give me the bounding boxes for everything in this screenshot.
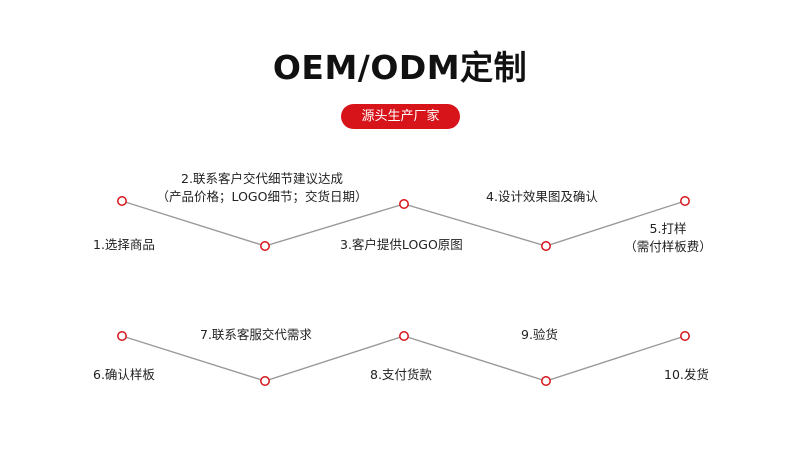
step-2-text: 2.联系客户交代细节建议达成 bbox=[181, 171, 343, 186]
step-4-node bbox=[541, 241, 551, 251]
page-title: OEM/ODM定制 bbox=[272, 48, 528, 87]
step-1-node bbox=[117, 196, 127, 206]
step-7-label: 7.联系客服交代需求 bbox=[200, 326, 312, 344]
step-8-text: 8.支付货款 bbox=[370, 367, 432, 382]
step-6-node bbox=[117, 331, 127, 341]
step-9-node bbox=[541, 376, 551, 386]
step-2-subtext: （产品价格；LOGO细节；交货日期） bbox=[156, 189, 368, 204]
step-9-text: 9.验货 bbox=[521, 327, 558, 342]
step-4-label: 4.设计效果图及确认 bbox=[486, 188, 598, 206]
step-2-label: 2.联系客户交代细节建议达成 （产品价格；LOGO细节；交货日期） bbox=[157, 170, 368, 206]
step-8-label: 8.支付货款 bbox=[370, 366, 432, 384]
step-10-node bbox=[680, 331, 690, 341]
step-5-label: 5.打样 （需付样板费） bbox=[624, 220, 712, 256]
step-3-label: 3.客户提供LOGO原图 bbox=[340, 236, 463, 254]
step-6-label: 6.确认样板 bbox=[93, 366, 155, 384]
step-10-text: 10.发货 bbox=[664, 367, 709, 382]
step-10-label: 10.发货 bbox=[664, 366, 709, 384]
step-5-node bbox=[680, 196, 690, 206]
step-5-subtext: （需付样板费） bbox=[624, 239, 712, 254]
step-5-text: 5.打样 bbox=[649, 221, 687, 236]
step-1-text: 1.选择商品 bbox=[93, 237, 155, 252]
step-4-text: 4.设计效果图及确认 bbox=[486, 189, 598, 204]
step-6-text: 6.确认样板 bbox=[93, 367, 155, 382]
step-7-text: 7.联系客服交代需求 bbox=[200, 327, 312, 342]
step-7-node bbox=[260, 376, 270, 386]
step-2-node bbox=[260, 241, 270, 251]
step-3-text: 3.客户提供LOGO原图 bbox=[340, 237, 463, 252]
source-factory-badge: 源头生产厂家 bbox=[341, 104, 460, 129]
step-9-label: 9.验货 bbox=[521, 326, 558, 344]
step-3-node bbox=[399, 199, 409, 209]
step-1-label: 1.选择商品 bbox=[93, 236, 155, 254]
step-8-node bbox=[399, 331, 409, 341]
